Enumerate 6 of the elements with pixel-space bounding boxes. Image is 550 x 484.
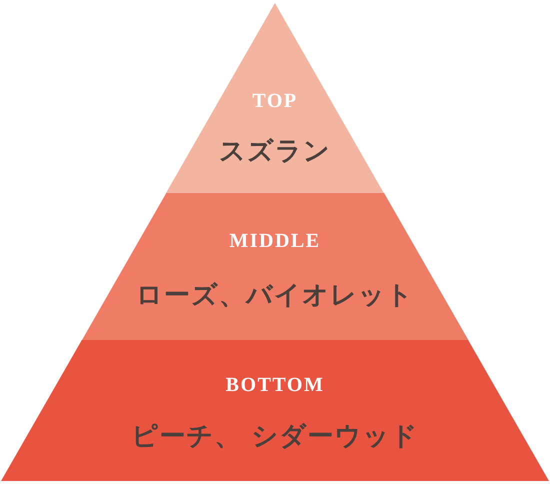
tier-heading: TOP <box>252 90 298 112</box>
tier-text: ローズ、バイオレット <box>136 280 414 312</box>
tier-text: ピーチ、 シダーウッド <box>131 421 419 453</box>
tier-text: スズラン <box>218 136 331 168</box>
tier-heading: BOTTOM <box>226 374 324 396</box>
tier-heading: MIDDLE <box>229 230 321 252</box>
